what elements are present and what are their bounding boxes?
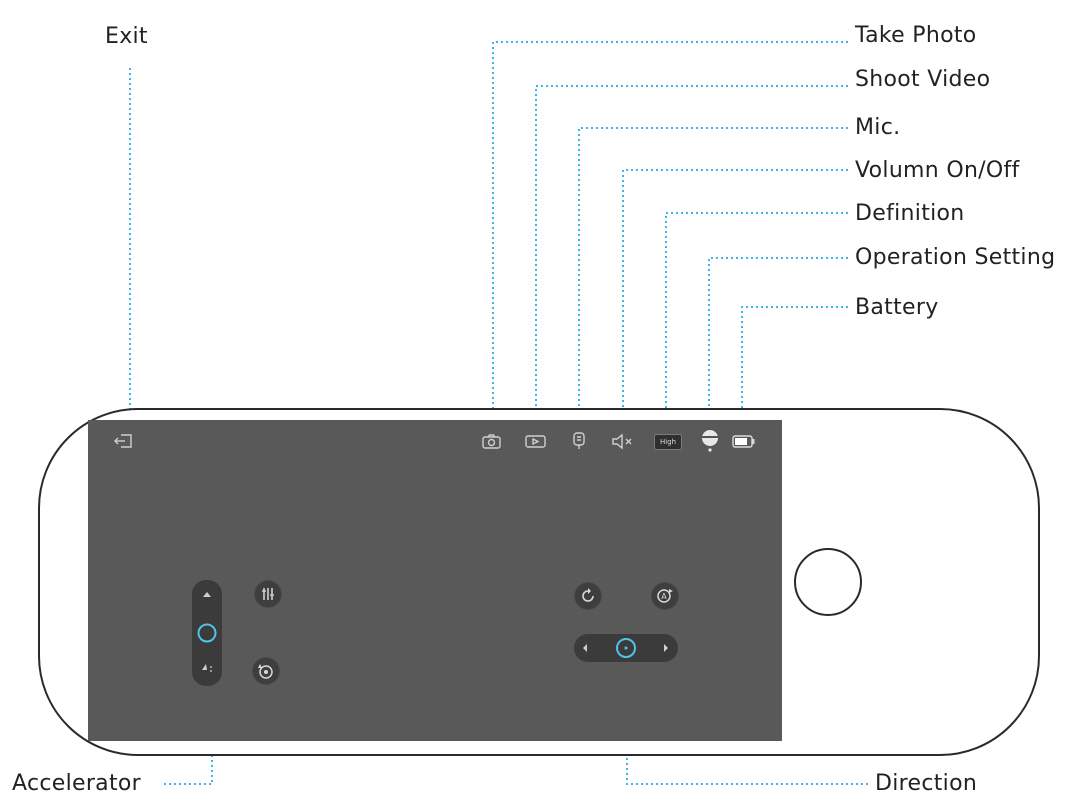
definition-badge: High xyxy=(659,438,677,446)
trim-icon xyxy=(262,588,274,600)
accelerator-glyphs xyxy=(197,592,217,672)
direction-leader xyxy=(626,660,868,785)
direction-right-arrow xyxy=(664,644,668,652)
direction-glyphs xyxy=(583,638,668,658)
definition-label: Definition xyxy=(855,201,965,226)
video-icon[interactable] xyxy=(524,433,548,450)
accelerator-up-arrow xyxy=(203,592,211,597)
rotate-left-button[interactable] xyxy=(575,583,601,609)
battery-label: Battery xyxy=(855,295,939,320)
mic-label: Mic. xyxy=(855,115,901,140)
definition-button[interactable]: High xyxy=(654,434,682,450)
rotate-camera-icon xyxy=(258,664,273,679)
auto-rotate-button[interactable]: A xyxy=(652,583,678,609)
battery-icon xyxy=(732,435,755,448)
accelerator-thumb xyxy=(197,623,217,643)
svg-text:A: A xyxy=(661,592,667,601)
volume-leader xyxy=(622,169,848,432)
take-photo-label: Take Photo xyxy=(855,23,977,48)
rotate-camera-button[interactable] xyxy=(253,658,279,684)
direction-left-arrow xyxy=(583,644,587,652)
exit-label: Exit xyxy=(105,24,148,49)
take-photo-leader xyxy=(492,41,848,432)
mic-leader xyxy=(578,127,848,432)
accelerator-label: Accelerator xyxy=(12,771,141,796)
auto-rotate-icon: A xyxy=(657,589,673,603)
exit-icon[interactable] xyxy=(113,432,135,450)
trim-button[interactable] xyxy=(255,581,281,607)
mic-icon[interactable] xyxy=(571,431,587,451)
operation-setting-leader xyxy=(708,257,848,428)
volume-label: Volumn On/Off xyxy=(855,158,1020,183)
rotate-left-icon xyxy=(582,588,594,602)
battery-leader xyxy=(741,306,848,432)
direction-thumb xyxy=(616,638,636,658)
accelerator-control[interactable] xyxy=(192,580,222,686)
operation-setting-icon[interactable] xyxy=(699,428,721,454)
speaker-mute-icon[interactable] xyxy=(611,433,635,450)
direction-label: Direction xyxy=(875,771,978,796)
shoot-video-label: Shoot Video xyxy=(855,67,991,92)
definition-leader xyxy=(665,212,848,432)
shoot-video-leader xyxy=(535,85,848,432)
camera-icon[interactable] xyxy=(481,433,503,450)
home-button[interactable] xyxy=(794,548,862,616)
operation-setting-label: Operation Setting xyxy=(855,245,1056,270)
accelerator-down-glyph xyxy=(202,664,207,670)
